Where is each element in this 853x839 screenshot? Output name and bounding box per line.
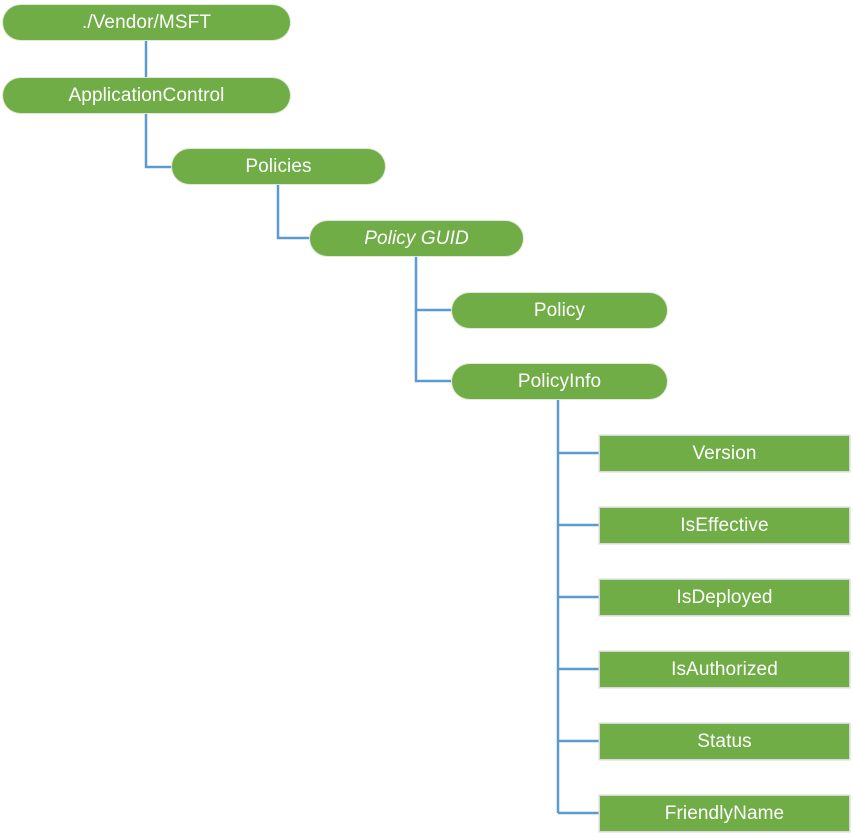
- node-label: IsEffective: [680, 515, 769, 536]
- node-is-authorized[interactable]: IsAuthorized: [600, 652, 849, 687]
- node-is-effective[interactable]: IsEffective: [600, 508, 849, 543]
- node-status[interactable]: Status: [600, 724, 849, 759]
- node-label: IsAuthorized: [671, 659, 778, 680]
- edge-appcontrol-to-policies: [144, 113, 172, 169]
- node-label: Policies: [245, 156, 312, 177]
- node-label: Status: [697, 731, 752, 752]
- node-label: PolicyInfo: [517, 371, 602, 392]
- node-policy-info[interactable]: PolicyInfo: [452, 364, 667, 399]
- node-policies[interactable]: Policies: [172, 149, 385, 184]
- edge-policyguid-to-policyinfo: [414, 310, 452, 383]
- node-vendor-msft[interactable]: ./Vendor/MSFT: [3, 5, 290, 40]
- node-label: ./Vendor/MSFT: [81, 12, 212, 33]
- edge-policies-to-policyguid: [276, 184, 310, 240]
- node-label: Policy: [533, 300, 586, 321]
- node-policy[interactable]: Policy: [452, 293, 667, 328]
- node-label: IsDeployed: [676, 587, 773, 608]
- node-label: Version: [692, 443, 757, 464]
- node-is-deployed[interactable]: IsDeployed: [600, 580, 849, 615]
- edge-policyguid-to-policy: [414, 256, 452, 312]
- node-policy-guid[interactable]: Policy GUID: [310, 221, 523, 256]
- node-label: FriendlyName: [664, 803, 785, 824]
- node-label: Policy GUID: [364, 228, 469, 249]
- node-label: ApplicationControl: [68, 85, 225, 106]
- node-friendly-name[interactable]: FriendlyName: [600, 796, 849, 831]
- node-application-control[interactable]: ApplicationControl: [3, 78, 290, 113]
- node-version[interactable]: Version: [600, 436, 849, 471]
